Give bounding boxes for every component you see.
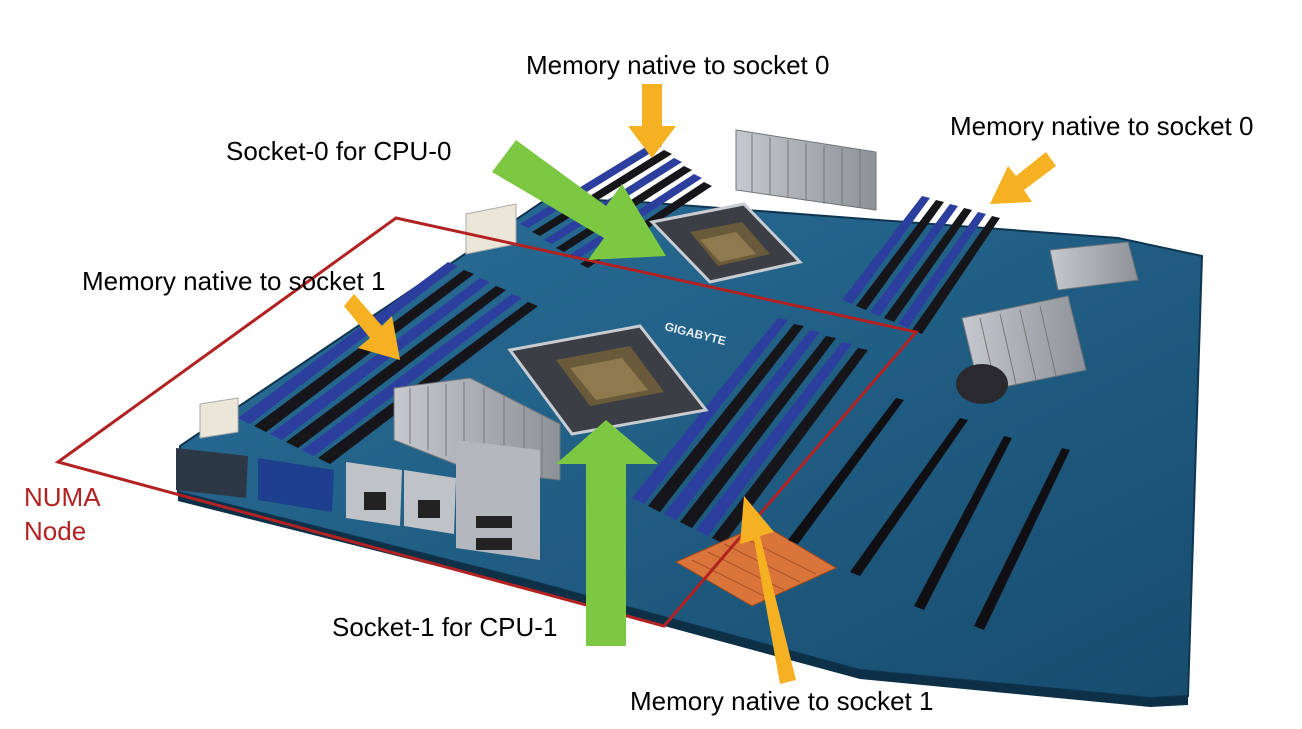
arrow-icon bbox=[628, 84, 676, 158]
orange-arrow-mem-top bbox=[628, 84, 676, 158]
label-memory-socket0-top: Memory native to socket 0 bbox=[526, 50, 830, 80]
dimm-bank-socket1-left bbox=[238, 262, 538, 464]
label-numa-node: NUMA Node bbox=[24, 480, 101, 548]
memory-slot-icon bbox=[238, 262, 538, 464]
numa-node-outline bbox=[54, 216, 919, 628]
orange-arrow-mem-right bbox=[990, 152, 1056, 204]
pcie-slots bbox=[788, 398, 1070, 630]
memory-slot-icon bbox=[632, 318, 868, 544]
label-socket0: Socket-0 for CPU-0 bbox=[226, 136, 452, 166]
heatsink-top bbox=[735, 129, 877, 211]
cpu-socket-0 bbox=[649, 202, 803, 284]
green-arrow-socket0 bbox=[492, 140, 666, 260]
rear-io bbox=[176, 440, 540, 560]
arrow-icon bbox=[556, 420, 658, 646]
label-numa-line2: Node bbox=[24, 516, 87, 546]
label-memory-socket1-left: Memory native to socket 1 bbox=[82, 266, 386, 296]
label-memory-socket0-right: Memory native to socket 0 bbox=[950, 111, 1254, 141]
arrow-icon bbox=[990, 152, 1056, 204]
arrow-icon bbox=[344, 294, 400, 360]
green-arrow-socket1 bbox=[556, 420, 658, 646]
orange-arrow-mem-bottom bbox=[740, 496, 796, 684]
arrow-icon bbox=[740, 496, 796, 684]
cpu-socket-1 bbox=[507, 324, 709, 436]
label-numa-line1: NUMA bbox=[24, 482, 101, 512]
heatsink-small bbox=[1049, 241, 1139, 291]
dimm-bank-socket1-right bbox=[632, 318, 868, 544]
cpu-socket-icon bbox=[507, 324, 709, 436]
cpu-socket-icon bbox=[649, 202, 803, 284]
cmos-battery bbox=[956, 364, 1008, 404]
label-socket1: Socket-1 for CPU-1 bbox=[332, 612, 558, 642]
dimm-bank-socket0-right bbox=[842, 196, 1000, 334]
arrow-icon bbox=[492, 140, 666, 260]
label-memory-socket1-bottom: Memory native to socket 1 bbox=[630, 686, 934, 716]
orange-arrow-mem-left bbox=[344, 294, 400, 360]
memory-slot-icon bbox=[842, 196, 1000, 334]
